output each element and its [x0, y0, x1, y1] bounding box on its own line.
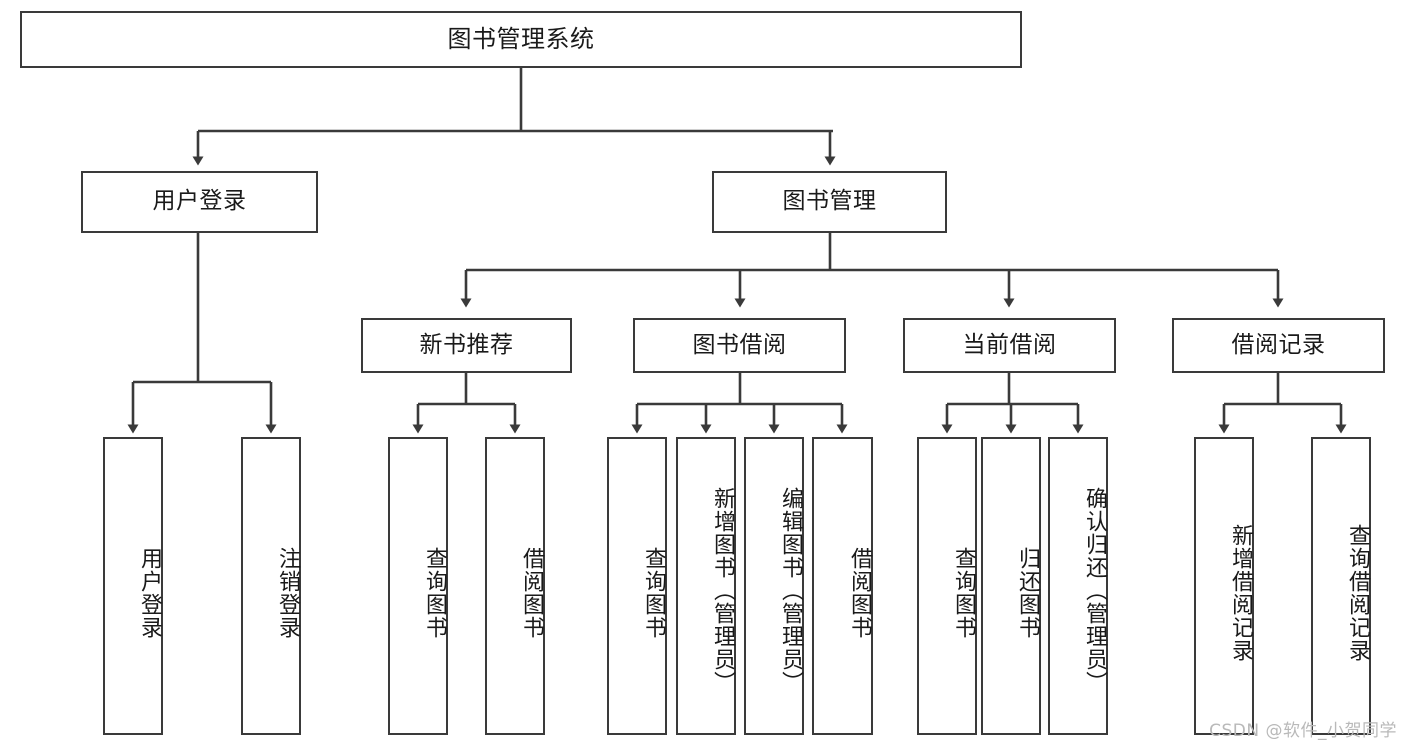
- node-new-book-recommend[interactable]: 新书推荐: [361, 318, 572, 373]
- node-label: 新书推荐: [419, 331, 514, 358]
- node-label: 查询图书: [422, 547, 447, 639]
- node-label: 归还图书: [1015, 547, 1040, 639]
- node-label: 用户登录: [137, 547, 162, 639]
- node-label: 图书借阅: [692, 331, 787, 358]
- node-leaf-query-book-3[interactable]: 查询图书: [917, 437, 977, 735]
- csdn-watermark: CSDN @软件_小贺同学: [1209, 721, 1397, 741]
- node-label: 编辑图书（管理员）: [778, 486, 803, 694]
- node-label: 借阅图书: [519, 547, 544, 639]
- node-book-borrow[interactable]: 图书借阅: [633, 318, 846, 373]
- node-leaf-user-login[interactable]: 用户登录: [103, 437, 163, 735]
- node-label: 当前借阅: [962, 331, 1057, 358]
- node-leaf-query-record[interactable]: 查询借阅记录: [1311, 437, 1371, 735]
- node-label: 新增借阅记录: [1228, 524, 1253, 662]
- node-leaf-edit-book[interactable]: 编辑图书（管理员）: [744, 437, 804, 735]
- node-label: 用户登录: [152, 188, 247, 215]
- node-leaf-borrow-book-1[interactable]: 借阅图书: [485, 437, 545, 735]
- node-leaf-return-book[interactable]: 归还图书: [981, 437, 1041, 735]
- node-label: 查询借阅记录: [1345, 524, 1370, 662]
- node-book-management[interactable]: 图书管理: [712, 171, 947, 233]
- node-label: 注销登录: [275, 547, 300, 639]
- node-label: 借阅记录: [1231, 331, 1326, 358]
- node-label: 新增图书（管理员）: [710, 486, 735, 694]
- node-label: 借阅图书: [847, 547, 872, 639]
- node-label: 查询图书: [641, 547, 666, 639]
- node-label: 图书管理: [782, 188, 877, 215]
- node-user-login[interactable]: 用户登录: [81, 171, 318, 233]
- node-leaf-logout-login[interactable]: 注销登录: [241, 437, 301, 735]
- node-current-borrow[interactable]: 当前借阅: [903, 318, 1116, 373]
- node-label: 确认归还（管理员）: [1082, 486, 1107, 694]
- node-leaf-query-book-2[interactable]: 查询图书: [607, 437, 667, 735]
- node-leaf-add-book[interactable]: 新增图书（管理员）: [676, 437, 736, 735]
- node-leaf-borrow-book-2[interactable]: 借阅图书: [812, 437, 873, 735]
- node-label: 图书管理系统: [447, 25, 595, 54]
- node-leaf-confirm-return[interactable]: 确认归还（管理员）: [1048, 437, 1108, 735]
- node-borrow-record[interactable]: 借阅记录: [1172, 318, 1385, 373]
- node-label: 查询图书: [951, 547, 976, 639]
- node-root-book-management-system[interactable]: 图书管理系统: [20, 11, 1022, 68]
- node-leaf-query-book-1[interactable]: 查询图书: [388, 437, 448, 735]
- node-leaf-add-record[interactable]: 新增借阅记录: [1194, 437, 1254, 735]
